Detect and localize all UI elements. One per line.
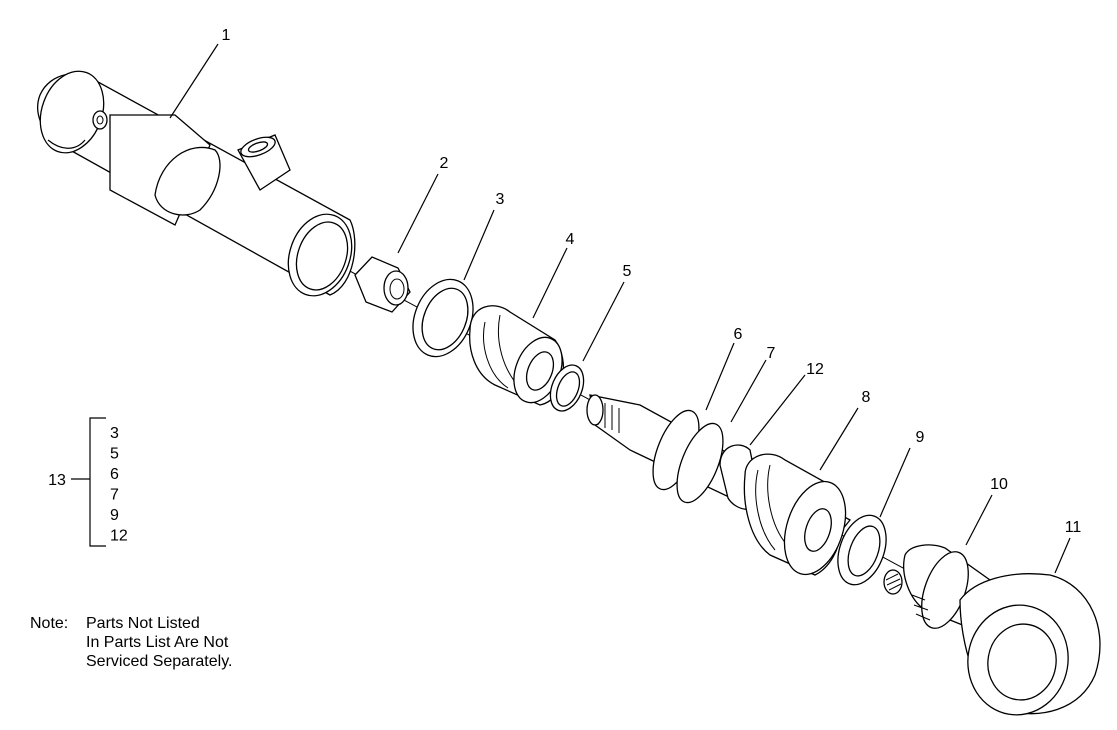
kit-items-list: 3 5 6 7 9 12 bbox=[110, 425, 128, 545]
part-9-ring bbox=[837, 514, 887, 586]
kit-item: 9 bbox=[110, 507, 119, 524]
part-4-gland bbox=[469, 305, 565, 406]
rod-end-pin bbox=[883, 569, 903, 595]
kit-number: 13 bbox=[48, 472, 66, 489]
kit-item: 3 bbox=[110, 425, 119, 442]
callout-7: 7 bbox=[767, 345, 776, 362]
part-11-rod-eye bbox=[959, 573, 1101, 716]
callout-2: 2 bbox=[440, 155, 449, 172]
callout-3: 3 bbox=[496, 191, 505, 208]
kit-item: 5 bbox=[110, 446, 119, 463]
callout-numbers: 1 2 3 4 5 6 7 12 8 9 10 11 bbox=[222, 27, 1082, 536]
note-line-1: Parts Not Listed bbox=[86, 615, 200, 632]
kit-item: 12 bbox=[110, 528, 128, 545]
leader-lines bbox=[169, 43, 1071, 574]
kit-item: 6 bbox=[110, 466, 119, 483]
callout-4: 4 bbox=[566, 231, 575, 248]
callout-5: 5 bbox=[623, 263, 632, 280]
part-7-seal bbox=[676, 422, 724, 504]
callout-9: 9 bbox=[916, 429, 925, 446]
callout-10: 10 bbox=[990, 476, 1008, 493]
note-line-2: In Parts List Are Not bbox=[86, 634, 229, 651]
part-8-piston bbox=[743, 453, 847, 576]
callout-11: 11 bbox=[1065, 519, 1082, 536]
note-line-3: Serviced Separately. bbox=[86, 653, 233, 670]
part-1-cylinder-barrel bbox=[37, 70, 356, 297]
callout-1: 1 bbox=[222, 27, 231, 44]
callout-6: 6 bbox=[734, 326, 743, 343]
note-label: Note: bbox=[30, 615, 69, 632]
kit-bracket: 13 3 5 6 7 9 12 bbox=[48, 417, 128, 547]
part-5-o-ring bbox=[549, 364, 585, 412]
kit-item: 7 bbox=[110, 487, 119, 504]
part-2-hex-nut bbox=[354, 256, 411, 313]
callout-8: 8 bbox=[862, 389, 871, 406]
callout-12: 12 bbox=[806, 361, 824, 378]
service-note: Note: Parts Not Listed In Parts List Are… bbox=[30, 614, 232, 671]
part-3-ring bbox=[412, 278, 474, 358]
